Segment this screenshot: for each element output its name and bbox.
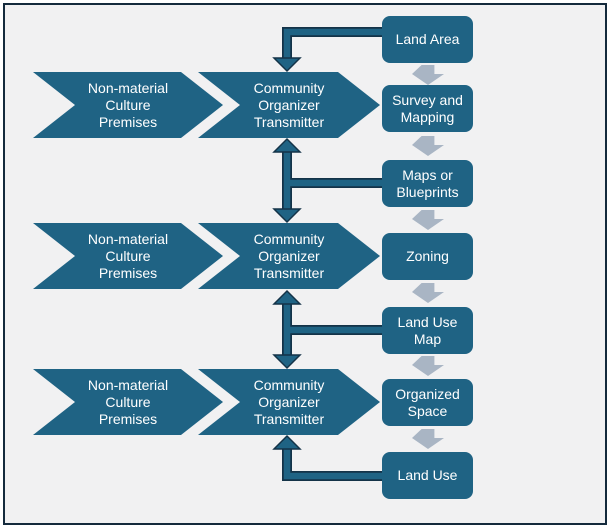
transmitter-chevron-2: Community Organizer Transmitter	[198, 223, 380, 289]
arrowhead-up-icon	[272, 289, 302, 305]
stage-box-zoning: Zoning	[382, 233, 473, 280]
arrowhead-up-icon	[272, 137, 302, 153]
arrowhead-down-icon	[272, 57, 302, 73]
arrowhead-down-icon	[272, 354, 302, 370]
stage-box-land-area: Land Area	[382, 16, 473, 63]
stage-box-organized-space: Organized Space	[382, 379, 473, 426]
stage-box-survey-mapping: Survey and Mapping	[382, 85, 473, 132]
connector-maps-to-transmitters-double-arrow	[272, 137, 382, 224]
connector-land-area-to-transmitter-1	[272, 27, 382, 73]
arrowhead-down-icon	[272, 208, 302, 224]
stage-box-land-use: Land Use	[382, 452, 473, 499]
connector-land-use-map-to-transmitters-double-arrow	[272, 289, 382, 370]
stage-box-maps-blueprints: Maps or Blueprints	[382, 160, 473, 207]
stage-box-land-use-map: Land Use Map	[382, 307, 473, 354]
connector-land-use-to-transmitter-3	[272, 434, 382, 481]
arrowhead-up-icon	[272, 434, 302, 450]
